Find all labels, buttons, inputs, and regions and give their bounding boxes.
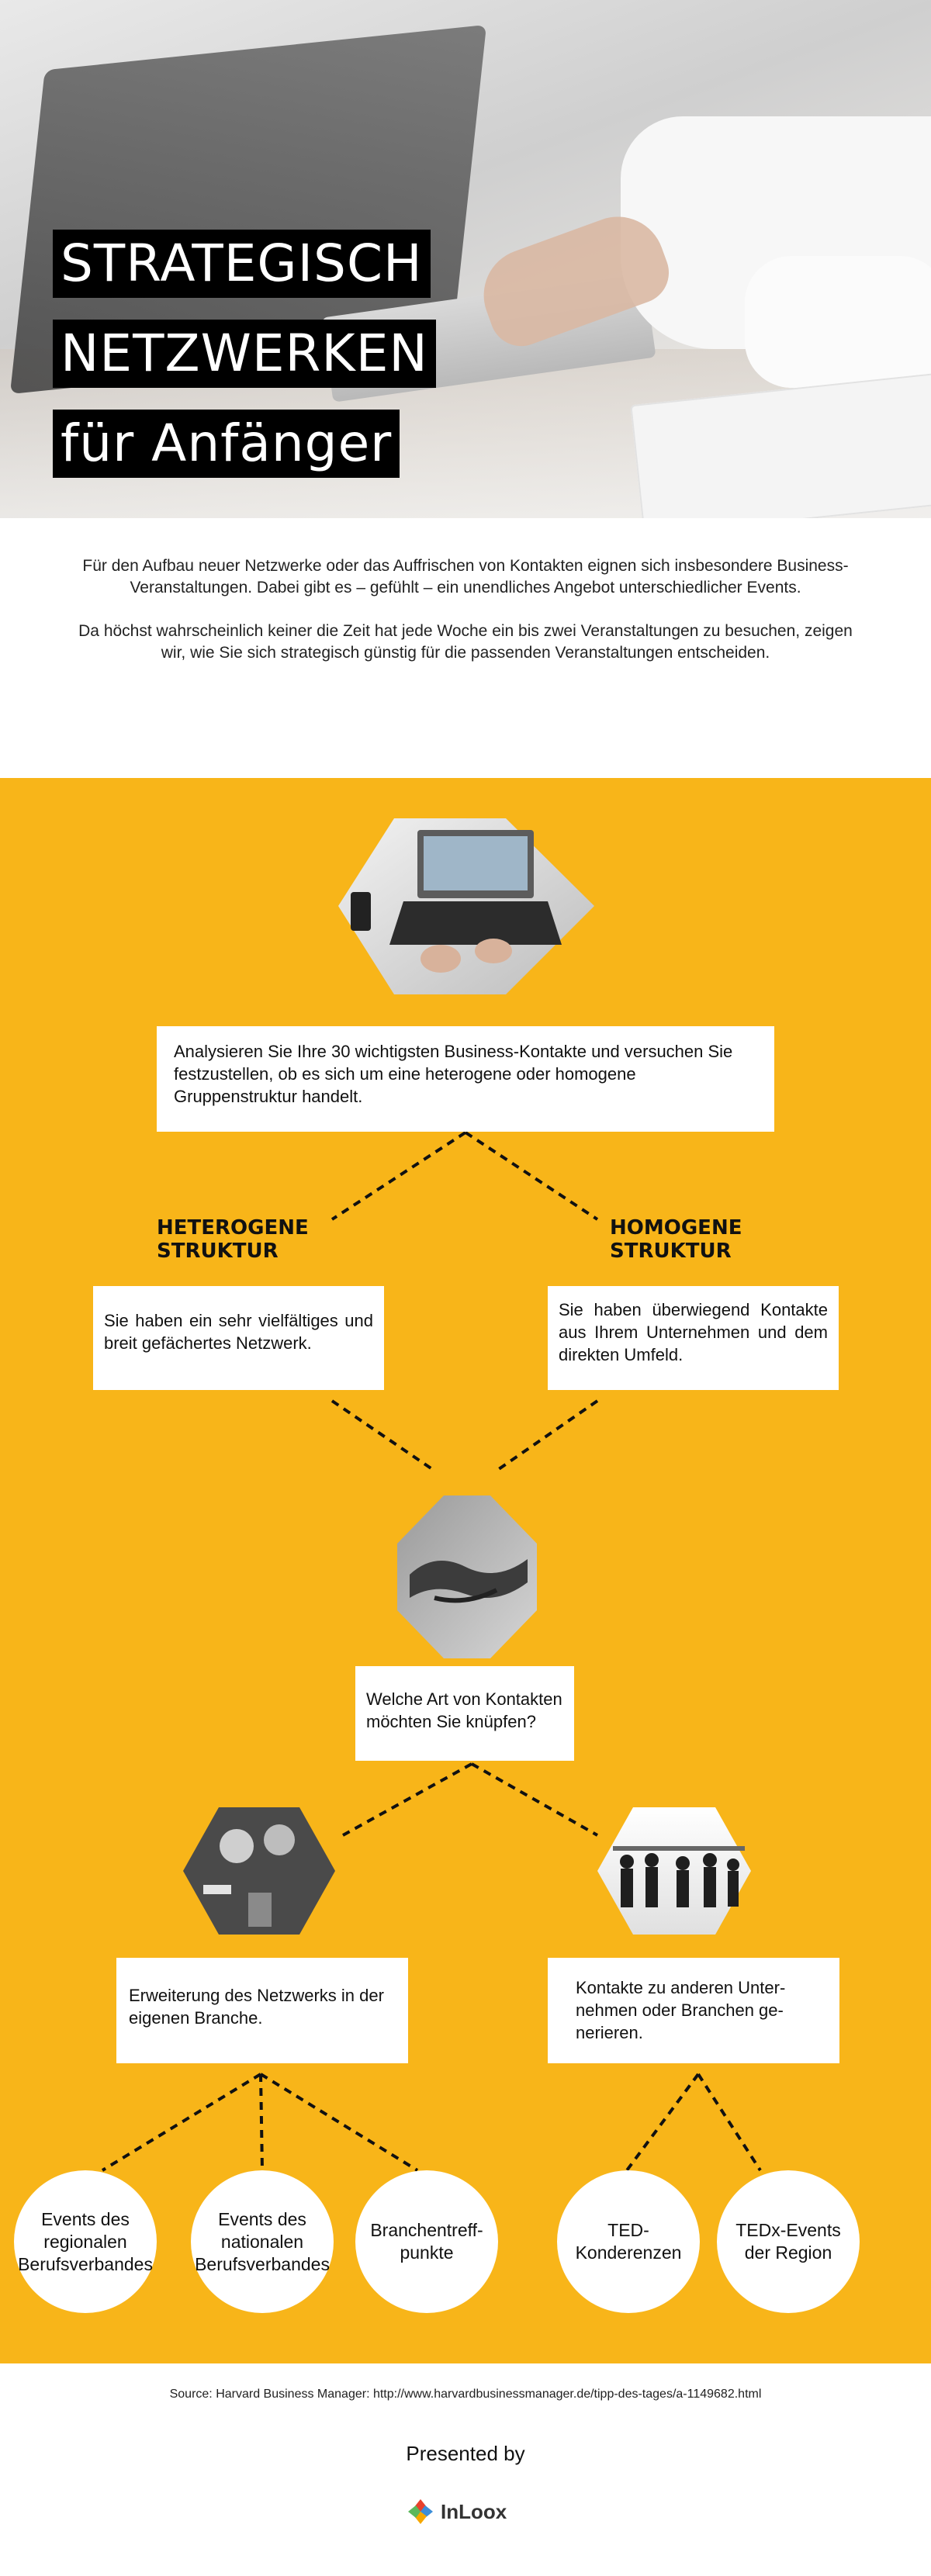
event-circle-national: Events des nationalen Berufsverbandes	[191, 2170, 334, 2313]
question-card: Welche Art von Kontakten möchten Sie knü…	[355, 1666, 574, 1761]
intro-paragraph-2: Da höchst wahrscheinlich keiner die Zeit…	[78, 622, 853, 662]
title-line-1: STRATEGISCH	[53, 230, 431, 298]
question-text: Welche Art von Kontakten möchten Sie knü…	[366, 1689, 562, 1731]
inloox-logo-icon	[408, 2499, 433, 2524]
inloox-logo-text: InLoox	[441, 2499, 507, 2523]
event-tedx-label: TEDx-Events der Region	[735, 2220, 841, 2263]
event-ted-label: TED-Konderenzen	[575, 2220, 682, 2263]
event-national-label: Events des nationalen Berufsverbandes	[195, 2208, 330, 2274]
analyze-text: Analysieren Sie Ihre 30 wichtigsten Busi…	[174, 1042, 733, 1106]
homo-heading: HOMOGENE STRUKTUR	[610, 1216, 742, 1263]
homo-text: Sie haben überwiegend Kontakte aus Ihrem…	[559, 1300, 828, 1364]
inloox-logo[interactable]: InLoox	[405, 2496, 507, 2527]
intro-text: Für den Aufbau neuer Netzwerke oder das …	[78, 555, 853, 686]
title-line-2: NETZWERKEN	[53, 320, 436, 388]
hetero-card: Sie haben ein sehr vielfältiges und brei…	[93, 1286, 384, 1390]
homo-card: Sie haben überwiegend Kontakte aus Ihrem…	[548, 1286, 839, 1390]
analyze-card: Analysieren Sie Ihre 30 wichtigsten Busi…	[157, 1026, 774, 1132]
hetero-heading: HETEROGENE STRUKTUR	[157, 1216, 309, 1263]
intro-paragraph-1: Für den Aufbau neuer Netzwerke oder das …	[82, 557, 849, 596]
left-option-text: Erweiterung des Netzwerks in der eigenen…	[129, 1986, 384, 2028]
presented-by: Presented by	[406, 2442, 525, 2465]
flowchart-section	[0, 778, 931, 2363]
hetero-text: Sie haben ein sehr vielfältiges und brei…	[104, 1311, 373, 1353]
left-option-card: Erweiterung des Netzwerks in der eigenen…	[116, 1958, 408, 2063]
event-regional-label: Events des regionalen Berufsverbandes	[18, 2208, 153, 2274]
source-text: Source: Harvard Business Manager: http:/…	[169, 2388, 762, 2401]
right-option-text: Kontakte zu anderen Unter-nehmen oder Br…	[576, 1978, 786, 2042]
event-circle-branchentreff: Branchentreff-punkte	[355, 2170, 498, 2313]
title-line-3: für Anfänger	[53, 410, 400, 478]
sleeve-shape-2	[745, 256, 931, 388]
event-circle-tedx: TEDx-Events der Region	[717, 2170, 860, 2313]
right-option-card: Kontakte zu anderen Unter-nehmen oder Br…	[548, 1958, 839, 2063]
event-circle-ted: TED-Konderenzen	[557, 2170, 700, 2313]
event-circle-regional: Events des regionalen Berufsverbandes	[14, 2170, 157, 2313]
event-branchentreff-label: Branchentreff-punkte	[370, 2220, 483, 2263]
